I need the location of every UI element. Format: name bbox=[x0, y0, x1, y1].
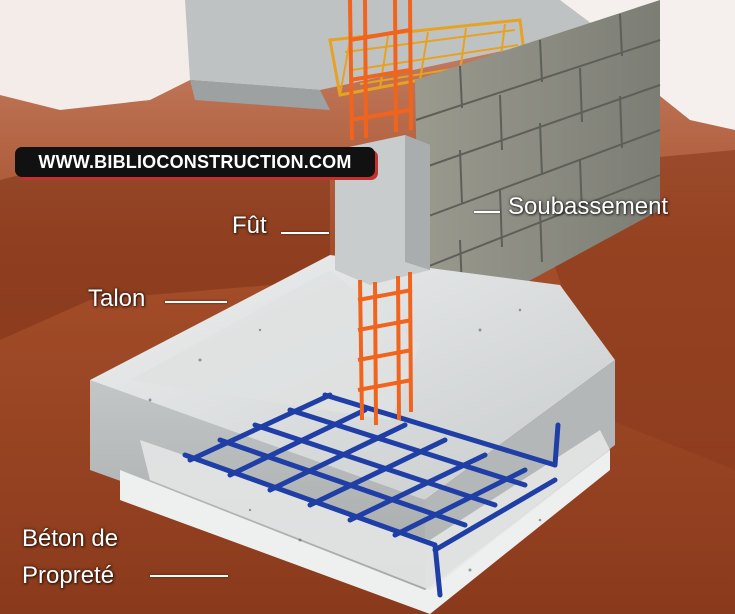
block-joints bbox=[415, 13, 661, 291]
website-watermark: WWW.BIBLIOCONSTRUCTION.COM bbox=[15, 147, 375, 177]
beton-de-proprete-label-line2: Propreté bbox=[22, 562, 115, 589]
beton-de-proprete-label-line1: Béton de bbox=[22, 525, 119, 552]
fut-label: Fût bbox=[232, 212, 267, 239]
talon-label: Talon bbox=[88, 285, 146, 312]
column-rebar bbox=[348, 0, 413, 426]
lean-concrete bbox=[120, 450, 610, 614]
talon-slope bbox=[130, 270, 420, 420]
fut-leader-line bbox=[281, 232, 329, 234]
beton-de-proprete-leader-line bbox=[150, 575, 228, 577]
aggregate-speckles bbox=[148, 308, 542, 572]
soubassement-leader-line bbox=[474, 211, 500, 213]
excavation-wall bbox=[0, 150, 330, 340]
block-wall bbox=[415, 0, 660, 340]
talon-leader-line bbox=[165, 301, 227, 303]
soubassement-label: Soubassement bbox=[508, 193, 669, 220]
